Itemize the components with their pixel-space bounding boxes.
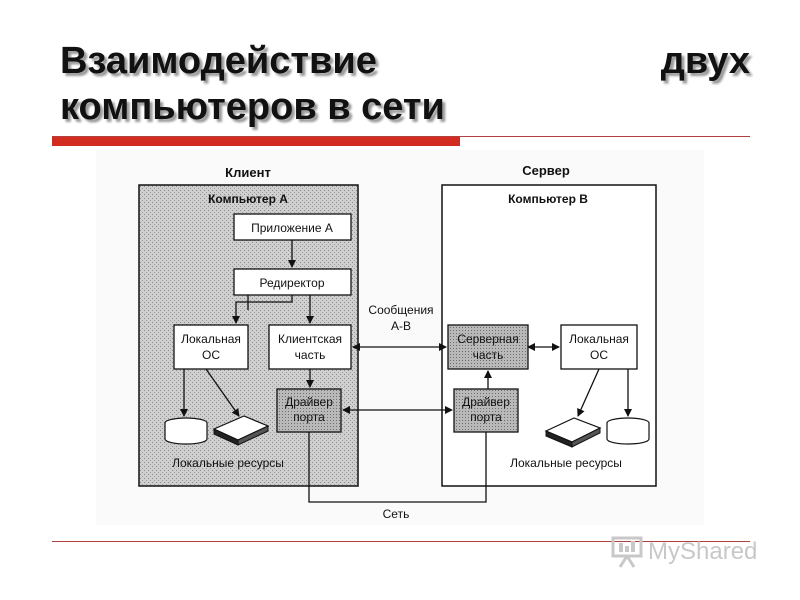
- presentation-icon: [611, 536, 643, 568]
- local-resources-b: Локальные ресурсы: [510, 456, 622, 470]
- title-rule-thin: [52, 136, 750, 137]
- messages-line2: A-B: [391, 319, 411, 333]
- disk-a-icon: [164, 417, 208, 445]
- local-os-b-box: [560, 324, 638, 370]
- slide-title: Взаимодействие двух компьютеров в сети: [60, 38, 750, 130]
- logo-text: MyShared: [648, 538, 758, 565]
- device-a-icon: [212, 415, 270, 446]
- client-part-line1: Клиентская: [278, 332, 342, 346]
- arrow-os-a-to-printer: [205, 368, 240, 417]
- app-a-label: Приложение A: [251, 221, 333, 235]
- network-diagram: Клиент Сервер Компьютер A Компьютер B Пр…: [96, 150, 704, 525]
- title-word-1: Взаимодействие: [60, 40, 377, 82]
- arrow-os-b-to-device: [577, 368, 600, 417]
- messages-line1: Сообщения: [368, 303, 433, 317]
- local-os-a-line2: ОС: [202, 348, 220, 362]
- title-rule-accent: [52, 137, 460, 146]
- title-line-2: компьютеров в сети: [60, 86, 445, 128]
- local-os-a-line1: Локальная: [181, 332, 241, 346]
- redirector-label: Редиректор: [259, 276, 324, 290]
- device-b-icon: [544, 417, 602, 448]
- network-label: Сеть: [383, 507, 410, 521]
- network-link: [308, 432, 487, 503]
- port-driver-b-line1: Драйвер: [462, 395, 510, 409]
- app-a-box: [233, 213, 352, 241]
- local-resources-a: Локальные ресурсы: [172, 456, 284, 470]
- local-os-a-box: [173, 324, 249, 370]
- arrow-redirector-to-local-os: [232, 295, 293, 324]
- port-driver-a-line1: Драйвер: [285, 395, 333, 409]
- client-label: Клиент: [225, 165, 271, 180]
- client-part-box: [268, 324, 352, 370]
- server-part-box: [447, 324, 529, 370]
- diagram-svg: Клиент Сервер Компьютер A Компьютер B Пр…: [96, 150, 704, 525]
- local-os-b-line2: ОС: [590, 348, 608, 362]
- client-part-line2: часть: [295, 348, 326, 362]
- footer-rule: [52, 541, 750, 542]
- server-part-line2: часть: [473, 348, 504, 362]
- server-part-line1: Серверная: [457, 332, 518, 346]
- port-driver-a-line2: порта: [293, 410, 325, 424]
- computer-b-label: Компьютер B: [508, 192, 588, 206]
- port-driver-b-line2: порта: [470, 410, 502, 424]
- title-word-2: двух: [660, 40, 750, 82]
- redirector-box: [233, 268, 352, 296]
- disk-b-icon: [606, 417, 650, 445]
- computer-a-label: Компьютер A: [208, 192, 288, 206]
- server-label: Сервер: [522, 163, 570, 178]
- watermark-logo: MyShared: [610, 535, 757, 569]
- local-os-b-line1: Локальная: [569, 332, 629, 346]
